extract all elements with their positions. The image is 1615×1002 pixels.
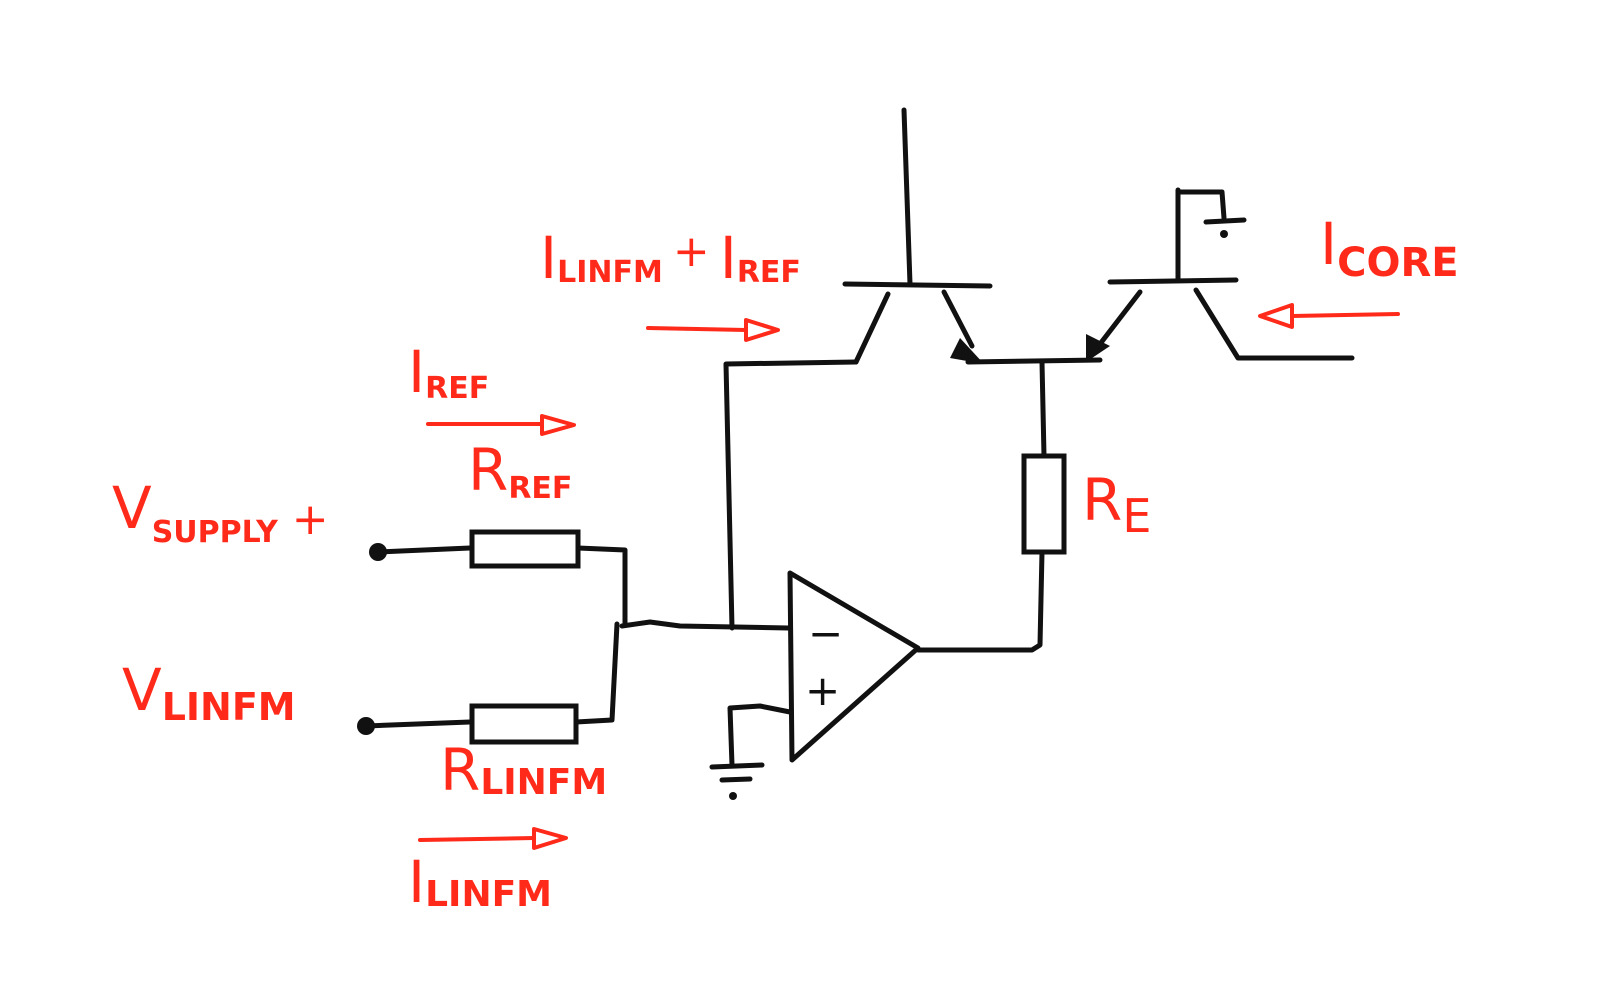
wire-node-inverting-input bbox=[619, 619, 791, 631]
wire-emitter-node bbox=[965, 357, 1103, 365]
label-i-sum-sub2: REF bbox=[737, 255, 801, 290]
opamp-symbol bbox=[787, 570, 921, 763]
label-r-e-sub: E bbox=[1122, 489, 1151, 543]
wire-rlinfm-node bbox=[573, 621, 620, 725]
right-transistor bbox=[1086, 187, 1355, 362]
label-v-supply-main: V bbox=[112, 474, 152, 542]
label-r-linfm-main: R bbox=[440, 736, 480, 804]
label-v-supply: VSUPPLY + bbox=[112, 474, 329, 550]
right-transistor-base-bar bbox=[1107, 277, 1239, 285]
ground-symbol-right-transistor bbox=[1203, 217, 1247, 238]
label-i-core-sub: CORE bbox=[1337, 240, 1458, 286]
label-i-linfm: ILINFM bbox=[408, 848, 552, 916]
label-r-e: RE bbox=[1082, 466, 1151, 543]
label-i-ref-main: I bbox=[408, 338, 425, 406]
label-r-linfm-sub: LINFM bbox=[480, 762, 607, 803]
label-i-ref-sub: REF bbox=[425, 371, 489, 406]
annotations: VSUPPLY+ VLINFM IREF RREF RLINFM ILINFM bbox=[112, 210, 1459, 916]
ground-symbol-opamp bbox=[709, 762, 765, 800]
label-v-linfm: VLINFM bbox=[122, 656, 296, 729]
opamp-noninverting-sign: + bbox=[805, 666, 840, 715]
arrow-i-core bbox=[1258, 303, 1400, 329]
left-transistor-left-leg bbox=[853, 291, 891, 365]
arrow-i-linfm bbox=[418, 827, 568, 850]
label-i-sum-plus: + bbox=[673, 226, 710, 277]
wire-re-emitter-node bbox=[1039, 359, 1047, 459]
r-e-resistor bbox=[1021, 453, 1067, 555]
label-i-ref: IREF bbox=[408, 338, 489, 406]
left-transistor bbox=[842, 107, 993, 365]
label-v-supply-suffix: + bbox=[292, 494, 329, 545]
left-transistor-emitter-arrow bbox=[950, 338, 984, 364]
arrow-i-sum bbox=[646, 318, 780, 342]
label-v-supply-sub: SUPPLY bbox=[152, 515, 279, 550]
left-transistor-right-leg bbox=[941, 289, 975, 349]
label-i-core-main: I bbox=[1320, 210, 1337, 278]
label-i-sum-main2: I bbox=[720, 224, 737, 292]
label-r-ref: RREF bbox=[468, 436, 572, 506]
r-linfm-resistor bbox=[469, 703, 579, 745]
wire-vsupply-rref bbox=[375, 545, 473, 555]
label-v-linfm-sub: LINFM bbox=[162, 685, 296, 729]
right-transistor-right-leg bbox=[1193, 287, 1355, 361]
label-i-sum-sub1: LINFM bbox=[557, 255, 663, 290]
wire-noninverting-ground bbox=[727, 703, 793, 768]
label-r-ref-sub: REF bbox=[508, 471, 572, 506]
label-i-linfm-sub: LINFM bbox=[425, 874, 552, 915]
left-transistor-base-bar bbox=[842, 281, 993, 289]
label-r-e-main: R bbox=[1082, 466, 1122, 534]
circuit-wiring: − + bbox=[357, 107, 1355, 800]
wire-vlinfm-rlinfm bbox=[363, 719, 473, 729]
label-i-linfm-main: I bbox=[408, 848, 425, 916]
right-transistor-left-leg bbox=[1097, 289, 1143, 347]
r-ref-resistor bbox=[469, 529, 581, 569]
label-r-linfm: RLINFM bbox=[440, 736, 607, 804]
label-v-linfm-main: V bbox=[122, 656, 162, 724]
right-transistor-base-ground-lead bbox=[1175, 189, 1227, 221]
right-transistor-emitter-arrow bbox=[1086, 334, 1110, 362]
label-i-sum: ILINFM+IREF bbox=[540, 224, 801, 292]
left-transistor-collector-lead bbox=[901, 107, 913, 287]
wire-rref-node bbox=[575, 545, 628, 627]
label-i-sum-main1: I bbox=[540, 224, 557, 292]
label-r-ref-main: R bbox=[468, 436, 508, 504]
wire-feedback-left-transistor bbox=[723, 359, 859, 631]
opamp-inverting-sign: − bbox=[808, 609, 843, 658]
wire-opamp-output bbox=[915, 549, 1045, 653]
label-i-core: ICORE bbox=[1320, 210, 1459, 286]
arrow-i-ref bbox=[426, 414, 576, 436]
